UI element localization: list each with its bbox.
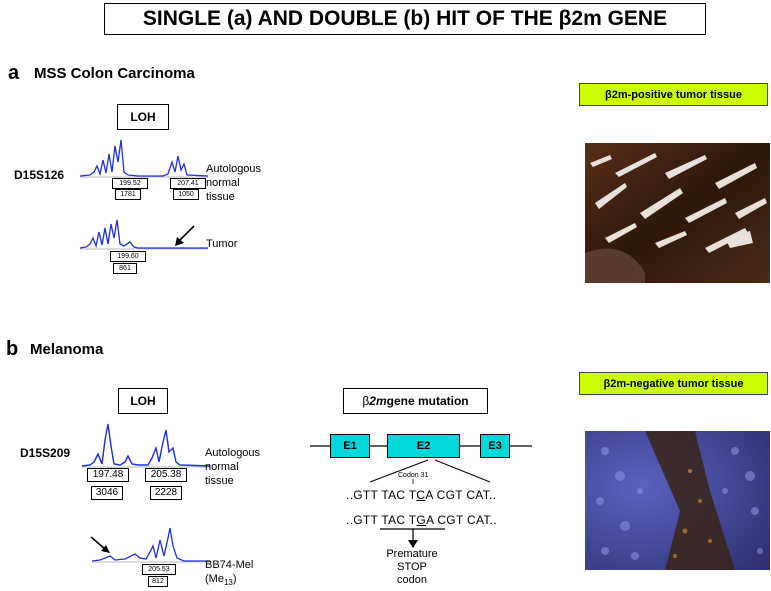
panel-a-normal-peak2-size: 207.41 bbox=[170, 178, 206, 189]
panel-b-letter: b bbox=[6, 338, 19, 360]
panel-b-tumor-peak1-size: 205.53 bbox=[142, 564, 176, 575]
exon-e1: E1 bbox=[330, 434, 370, 458]
panel-b-normal-trace bbox=[81, 423, 211, 467]
panel-a-normal-peak2-height: 1050 bbox=[173, 189, 199, 200]
panel-a-tumor-trace bbox=[79, 219, 208, 249]
panel-a-heading: MSS Colon Carcinoma bbox=[34, 65, 195, 82]
figure-title: SINGLE (a) AND DOUBLE (b) HIT OF THE β2m… bbox=[104, 3, 706, 35]
panel-a-loh-label: LOH bbox=[117, 104, 169, 130]
panel-a-tissue-label: β2m-positive tumor tissue bbox=[579, 83, 768, 106]
panel-b-tissue-image bbox=[585, 431, 770, 570]
mutant-seq-pre: ..GTT TAC T bbox=[346, 513, 417, 527]
panel-b-normal-label-line1: Autologous bbox=[205, 447, 261, 459]
panel-b-normal-peak1-size: 197.48 bbox=[87, 468, 129, 482]
panel-b-tissue-label: β2m-negative tumor tissue bbox=[579, 372, 768, 395]
mutation-header-suffix: gene mutation bbox=[386, 394, 469, 408]
panel-b-normal-label: Autologous normal tissue bbox=[205, 446, 260, 488]
panel-b-normal-peak2-height: 2228 bbox=[150, 486, 182, 500]
wildtype-seq-pre: ..GTT TAC T bbox=[346, 488, 417, 502]
panel-b-heading: Melanoma bbox=[30, 341, 104, 358]
stop-codon-label: Premature STOP codon bbox=[372, 548, 452, 587]
panel-b-marker: D15S209 bbox=[20, 446, 71, 460]
panel-a-normal-label-line2: normal bbox=[206, 177, 240, 189]
mutation-header-italic: 2m bbox=[369, 394, 387, 408]
panel-b-tumor-label-line2: (Me13) bbox=[205, 573, 237, 588]
panel-b-tumor-label: BB74-Mel (Me13) bbox=[205, 558, 253, 590]
panel-a-tumor-peak1-height: 861 bbox=[113, 263, 137, 274]
panel-b-tumor-label-line1: BB74-Mel bbox=[205, 559, 254, 571]
mutant-seq-post: A CGT CAT.. bbox=[426, 513, 497, 527]
panel-b-normal-peak2-size: 205.38 bbox=[145, 468, 187, 482]
panel-a-letter: a bbox=[8, 62, 20, 84]
panel-a-tumor-label: Tumor bbox=[206, 238, 238, 250]
panel-a-tumor-peak1-size: 199.60 bbox=[110, 251, 146, 262]
panel-b-normal-peak1-height: 3046 bbox=[91, 486, 123, 500]
wildtype-seq-post: A CGT CAT.. bbox=[425, 488, 497, 502]
mutation-header-prefix: β bbox=[362, 394, 370, 408]
panel-a-loss-arrow-icon bbox=[175, 225, 195, 246]
panel-a-normal-peak1-height: 1781 bbox=[115, 189, 141, 200]
panel-b-tumor-trace bbox=[91, 527, 210, 562]
panel-a-electropherogram bbox=[79, 139, 209, 250]
wildtype-seq-mutated-base: C bbox=[416, 488, 426, 502]
panel-a-normal-label-line3: tissue bbox=[206, 191, 235, 203]
panel-a-normal-label: Autologous normal tissue bbox=[206, 162, 261, 204]
panel-b-tumor-peak1-height: 812 bbox=[148, 576, 168, 587]
panel-a-tissue-image bbox=[585, 143, 770, 283]
panel-b-loss-arrow-icon bbox=[90, 536, 110, 553]
codon-label: Codon 31 bbox=[398, 472, 429, 479]
panel-b-normal-label-line2: normal bbox=[205, 461, 239, 473]
panel-a-normal-peak1-size: 199.52 bbox=[112, 178, 148, 189]
panel-a-normal-label-line1: Autologous bbox=[206, 163, 262, 175]
panel-b-normal-label-line3: tissue bbox=[205, 475, 234, 487]
panel-a-marker: D15S126 bbox=[14, 168, 65, 182]
exon-e2: E2 bbox=[387, 434, 460, 458]
mutant-seq-mutated-base: G bbox=[416, 513, 427, 527]
exon-e3: E3 bbox=[480, 434, 510, 458]
panel-a-normal-trace bbox=[79, 139, 209, 177]
panel-b-electropherogram bbox=[81, 423, 211, 563]
mutant-sequence: ..GTT TAC TGA CGT CAT.. bbox=[346, 513, 497, 527]
stop-codon-label-line2: codon bbox=[397, 574, 427, 586]
panel-b-loh-label: LOH bbox=[118, 388, 168, 414]
stop-codon-label-line1: Premature STOP bbox=[386, 548, 438, 573]
wildtype-sequence: ..GTT TAC TCA CGT CAT.. bbox=[346, 488, 496, 502]
